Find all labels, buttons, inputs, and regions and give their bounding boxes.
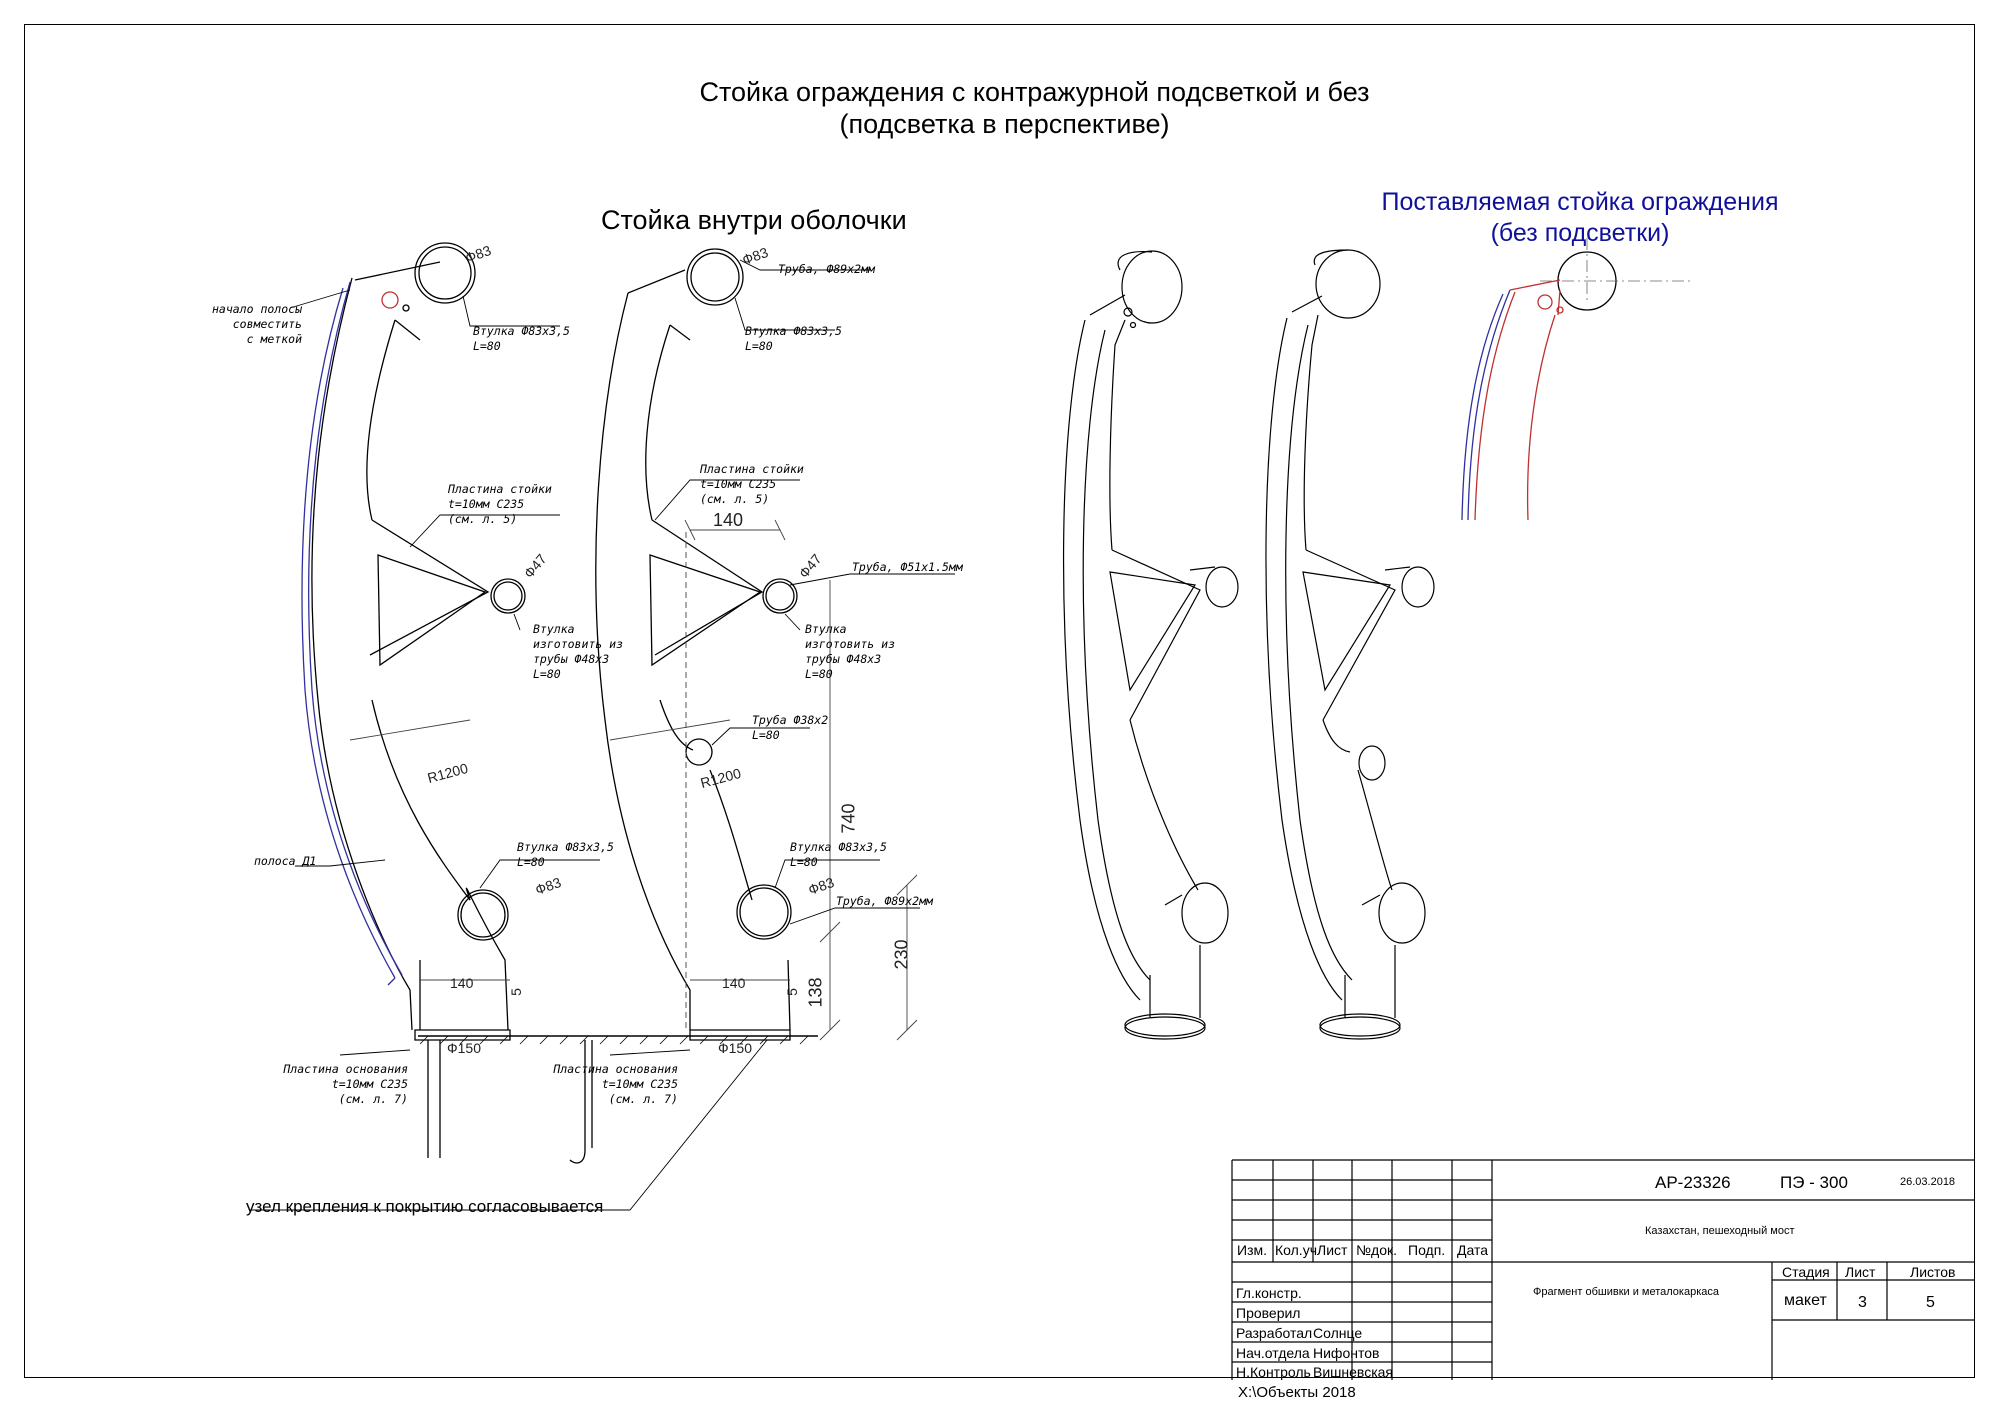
note-bushing-mid-right: Втулка изготовить из трубы Ф48х3 L=80 <box>805 622 896 681</box>
stamp-name-control: Вишневская <box>1313 1364 1393 1380</box>
dim-w140-left: 140 <box>450 975 474 991</box>
stamp-col-ndoc: №док. <box>1356 1242 1397 1258</box>
subtitle-supplied-post: Поставляемая стойка ограждения <box>1381 188 1779 216</box>
stamp-role-control: Н.Контроль <box>1236 1364 1311 1380</box>
post-perspective-2 <box>1265 249 1435 1040</box>
post-supplied-fragment <box>1461 238 1690 521</box>
stamp-code: АР-23326 <box>1655 1173 1731 1192</box>
note-base-left: Пластина основания t=10мм С235 (см. л. 7… <box>283 1062 408 1106</box>
note-plate-left: Пластина стойки t=10мм С235 (см. л. 5) <box>448 482 552 526</box>
note-base-right: Пластина основания t=10мм С235 (см. л. 7… <box>553 1062 678 1106</box>
stamp-col-data: Дата <box>1457 1242 1489 1258</box>
drawing-frame <box>24 24 1975 1378</box>
stamp-role-developer: Разработал <box>1236 1325 1313 1341</box>
stamp-sheet: 3 <box>1858 1294 1867 1311</box>
note-bushing-top-right: Втулка Ф83х3,5 L=80 <box>745 324 842 353</box>
stamp-role-checked: Проверил <box>1236 1305 1301 1321</box>
stamp-name-head: Нифонтов <box>1313 1345 1380 1361</box>
stamp-sheet-label: Лист <box>1845 1264 1876 1280</box>
dim-d150-left: Ф150 <box>447 1040 482 1056</box>
note-pipe-mid-right: Труба, Ф51х1.5мм <box>852 560 963 574</box>
note-attachment: узел крепления к покрытию согласовываетс… <box>246 1197 604 1216</box>
stamp-role-chief: Гл.констр. <box>1236 1285 1302 1301</box>
stamp-col-kolvo: Кол.уч <box>1275 1242 1317 1258</box>
stamp-sheets: 5 <box>1926 1294 1935 1311</box>
post-left-elevation <box>311 242 526 1158</box>
stamp-stage-label: Стадия <box>1782 1264 1830 1280</box>
note-plate-right: Пластина стойки t=10мм С235 (см. л. 5) <box>700 462 804 506</box>
drawing-title: Стойка ограждения с контражурной подсвет… <box>699 77 1370 107</box>
note-bushing-bot-left: Втулка Ф83х3,5 L=80 <box>517 840 614 869</box>
dim-d150-right: Ф150 <box>718 1040 753 1056</box>
note-pipe-small-right: Труба Ф38х2 L=80 <box>752 713 829 742</box>
stamp-sheet-code: ПЭ - 300 <box>1780 1173 1848 1192</box>
dim-w140-right: 140 <box>722 975 746 991</box>
post-center-elevation <box>569 248 798 1164</box>
drawing-title-line2: (подсветка в перспективе) <box>839 109 1170 139</box>
stamp-drawing-name: Фрагмент обшивки и металокаркаса <box>1533 1286 1719 1298</box>
note-strip-start: начало полосы совместить с меткой <box>211 302 302 346</box>
subtitle-supplied-post-line2: (без подсветки) <box>1490 219 1670 247</box>
stamp-sheets-label: Листов <box>1910 1264 1956 1280</box>
note-bushing-mid-left: Втулка изготовить из трубы Ф48х3 L=80 <box>533 622 624 681</box>
note-strip: полоса Д1 <box>254 854 317 868</box>
note-bushing-top-left: Втулка Ф83х3,5 L=80 <box>473 324 570 353</box>
post-perspective-1 <box>1062 250 1239 1040</box>
subtitle-inside-shell: Стойка внутри оболочки <box>601 205 907 235</box>
note-pipe-top-right: Труба, Ф89х2мм <box>778 262 875 276</box>
stamp-project: Казахстан, пешеходный мост <box>1645 1225 1795 1237</box>
stamp-col-list: Лист <box>1317 1242 1348 1258</box>
note-bushing-bot-right: Втулка Ф83х3,5 L=80 <box>790 840 887 869</box>
stamp-col-podp: Подп. <box>1408 1242 1446 1258</box>
stamp-date: 26.03.2018 <box>1900 1176 1956 1188</box>
dim-w140-top: 140 <box>713 510 744 530</box>
stamp-name-developer: Солнце <box>1313 1325 1363 1341</box>
stamp-role-head: Нач.отдела <box>1236 1345 1310 1361</box>
stamp-col-izm: Изм. <box>1237 1242 1267 1258</box>
note-pipe-bot-right: Труба, Ф89х2мм <box>836 894 933 908</box>
file-path: X:\Объекты 2018 <box>1238 1384 1356 1401</box>
stamp-stage: макет <box>1784 1292 1827 1309</box>
